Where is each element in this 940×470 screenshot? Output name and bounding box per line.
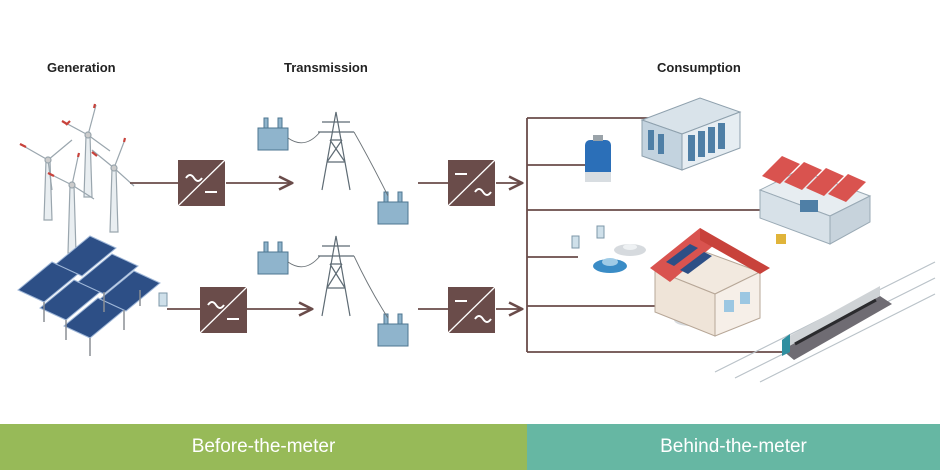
- ev-charger-icon: [571, 225, 605, 249]
- battery-icon: [585, 135, 611, 182]
- transformer-icon: [377, 191, 409, 225]
- transformer-icon: [377, 313, 409, 347]
- consumption-heading: Consumption: [657, 60, 741, 75]
- distribution-bus: [526, 117, 790, 353]
- data-center-icon: [640, 97, 742, 171]
- transmission-heading: Transmission: [284, 60, 368, 75]
- transformer-icon: [257, 117, 289, 151]
- behind-the-meter-band: Behind-the-meter: [527, 424, 940, 470]
- solar-panel-icon: [17, 235, 161, 356]
- converter-icon: [177, 159, 226, 207]
- wind-turbine-icon: [19, 104, 135, 254]
- converter-icon: [447, 159, 496, 207]
- converter-icon: [199, 286, 248, 334]
- converter-icon: [447, 286, 496, 334]
- generation-heading: Generation: [47, 60, 116, 75]
- factory-icon: [758, 156, 872, 245]
- pylon-icon: [318, 111, 354, 191]
- pylon-icon: [318, 235, 354, 317]
- house-icon: [650, 228, 770, 337]
- energy-flow-diagram: Generation Transmission Consumption: [17, 60, 936, 383]
- meter-footer: Before-the-meter Behind-the-meter: [0, 424, 940, 470]
- train-icon: [714, 261, 936, 383]
- meter-box-icon: [158, 292, 168, 307]
- transformer-icon: [257, 241, 289, 275]
- before-the-meter-band: Before-the-meter: [0, 424, 527, 470]
- diagram-canvas: [17, 97, 936, 383]
